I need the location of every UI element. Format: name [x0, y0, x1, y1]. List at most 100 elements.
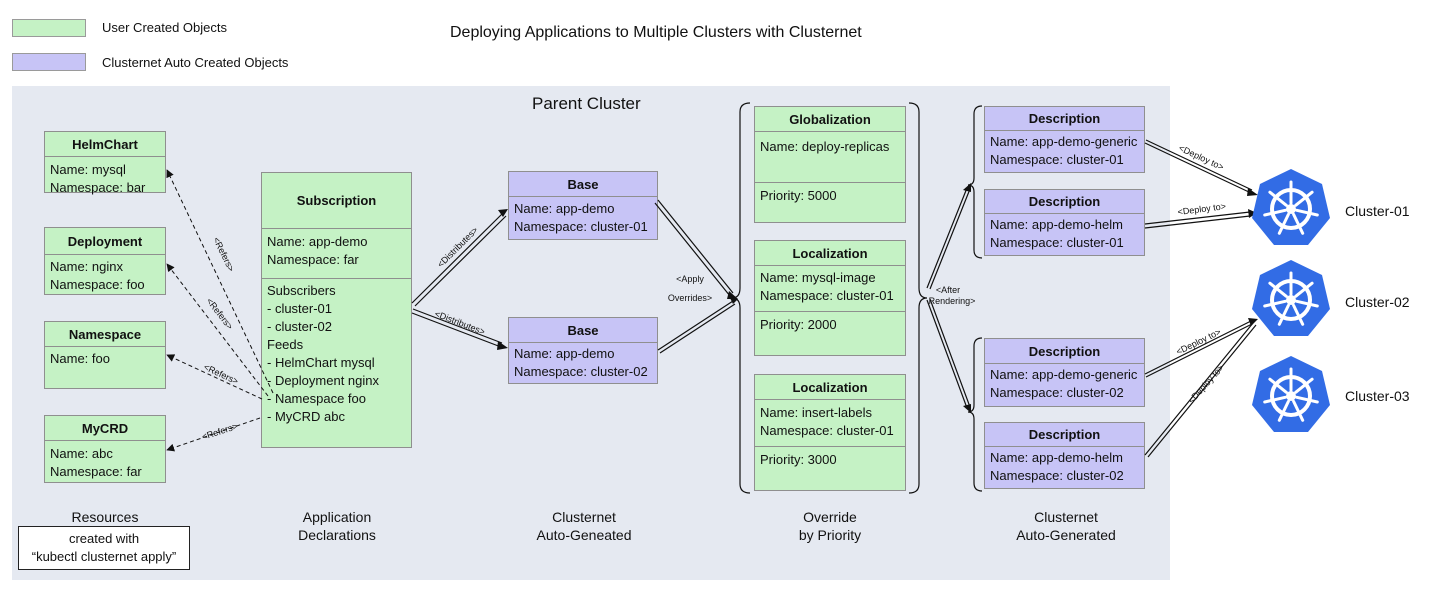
arrowhead: [497, 341, 508, 350]
subscription-meta-line: Name: app-demo: [267, 234, 368, 249]
column-label-line: Clusternet: [1034, 509, 1098, 525]
base-cluster-02[interactable]: Base Name: app-demo Namespace: cluster-0…: [508, 317, 658, 384]
arrowhead: [1248, 209, 1257, 218]
base-line: Namespace: cluster-01: [514, 219, 648, 234]
override-kind: Globalization: [755, 107, 905, 132]
override-line: Namespace: cluster-01: [760, 423, 894, 438]
subscription-spec-line: Subscribers: [267, 283, 336, 298]
resource-line: Name: abc: [50, 446, 113, 461]
resource-line: Name: mysql: [50, 162, 126, 177]
override-line: Namespace: cluster-01: [760, 288, 894, 303]
override-line: Name: deploy-replicas: [760, 139, 890, 154]
resource-line: Namespace: bar: [50, 180, 146, 195]
refers-label: <Refers>: [204, 296, 235, 331]
parent-cluster-label: Parent Cluster: [532, 94, 641, 113]
created-note-line: created with: [68, 531, 140, 546]
description-generic-cluster-01[interactable]: Description Name: app-demo-generic Names…: [984, 106, 1145, 173]
override-localization-labels[interactable]: Localization Name: insert-labels Namespa…: [754, 374, 906, 491]
resource-namespace[interactable]: Namespace Name: foo: [44, 321, 166, 389]
base-cluster-01[interactable]: Base Name: app-demo Namespace: cluster-0…: [508, 171, 658, 240]
refers-label: <Refers>: [201, 421, 239, 442]
resource-helmchart[interactable]: HelmChart Name: mysql Namespace: bar: [44, 131, 166, 195]
distributes-label: <Distributes>: [433, 309, 486, 337]
subscription-spec-line: - Namespace foo: [267, 391, 366, 406]
subscription-spec-line: Feeds: [267, 337, 304, 352]
override-line: Name: mysql-image: [760, 270, 876, 285]
resource-mycrd[interactable]: MyCRD Name: abc Namespace: far: [44, 415, 166, 483]
subscription-spec-line: - MyCRD abc: [267, 409, 346, 424]
legend-label-user-created: User Created Objects: [102, 20, 227, 35]
resource-deployment[interactable]: Deployment Name: nginx Namespace: foo: [44, 227, 166, 295]
resource-kind: HelmChart: [45, 132, 165, 157]
distributes-arrow-cluster-02: [411, 308, 503, 348]
description-generic-cluster-02[interactable]: Description Name: app-demo-generic Names…: [984, 338, 1145, 407]
kubernetes-cluster-02-icon[interactable]: [1250, 258, 1332, 338]
base-kind: Base: [509, 318, 657, 343]
description-line: Name: app-demo-generic: [990, 367, 1138, 382]
deploy-arrow-01a: [1144, 139, 1253, 194]
deploy-arrow-01b: [1144, 211, 1251, 229]
override-globalization[interactable]: Globalization Name: deploy-replicas Prio…: [754, 106, 906, 223]
subscription-kind: Subscription: [262, 173, 411, 229]
refers-label: <Refers>: [211, 235, 236, 273]
kubernetes-cluster-03-icon[interactable]: [1250, 354, 1332, 434]
resource-kind: Deployment: [45, 228, 165, 255]
base-kind: Base: [509, 172, 657, 197]
cluster-01-label: Cluster-01: [1345, 203, 1410, 219]
after-rendering-label-line-1: <After: [936, 285, 960, 295]
description-helm-cluster-01[interactable]: Description Name: app-demo-helm Namespac…: [984, 189, 1145, 256]
subscription-spec-line: - cluster-01: [267, 301, 333, 316]
column-label-line: Override: [803, 509, 857, 525]
deploy-to-label: <Deploy to>: [1186, 363, 1226, 406]
column-label-application-declarations: Application Declarations: [271, 508, 403, 544]
override-kind: Localization: [755, 241, 905, 266]
column-label-line: Auto-Geneated: [536, 527, 632, 543]
kubernetes-cluster-01-icon[interactable]: [1250, 167, 1332, 247]
description-line: Name: app-demo-helm: [990, 450, 1123, 465]
column-label-line: Clusternet: [552, 509, 616, 525]
after-arrow-up: [926, 187, 971, 290]
deploy-arrow-02b: [1144, 322, 1257, 458]
subscription-spec-line: - cluster-02: [267, 319, 333, 334]
description-line: Namespace: cluster-02: [990, 468, 1124, 483]
legend-swatch-user-created: [12, 19, 86, 37]
after-rendering-label-line-2: Rendering>: [929, 296, 976, 306]
legend-label-auto-created: Clusternet Auto Created Objects: [102, 55, 289, 70]
subscription-box[interactable]: Subscription Name: app-demo Namespace: f…: [261, 172, 412, 448]
override-brace-right: [908, 102, 928, 494]
description-brace-02: [967, 337, 983, 492]
override-priority: Priority: 5000: [760, 188, 837, 203]
base-line: Name: app-demo: [514, 201, 615, 216]
override-brace-left: [731, 102, 751, 494]
override-line: Name: insert-labels: [760, 405, 872, 420]
diagram-title: Deploying Applications to Multiple Clust…: [450, 24, 862, 41]
arrowhead: [1248, 318, 1258, 326]
description-line: Namespace: cluster-01: [990, 152, 1124, 167]
description-line: Name: app-demo-helm: [990, 217, 1123, 232]
arrowhead: [963, 404, 971, 413]
subscription-spec-line: - HelmChart mysql: [267, 355, 375, 370]
resource-kind: MyCRD: [45, 416, 165, 441]
description-kind: Description: [985, 339, 1144, 364]
description-helm-cluster-02[interactable]: Description Name: app-demo-helm Namespac…: [984, 422, 1145, 489]
apply-overrides-label-line-2: Overrides>: [668, 293, 712, 303]
distributes-label: <Distributes>: [435, 225, 480, 270]
refers-arrow-helmchart: [166, 169, 274, 394]
subscription-spec-line: - Deployment nginx: [267, 373, 379, 388]
description-kind: Description: [985, 423, 1144, 447]
column-label-resources: Resources: [71, 509, 139, 525]
distributes-arrow-cluster-01: [411, 212, 507, 307]
description-kind: Description: [985, 190, 1144, 214]
subscription-meta-line: Namespace: far: [267, 252, 359, 267]
column-label-line: Application: [302, 509, 372, 525]
column-label-auto-generated-bases: Clusternet Auto-Geneated: [518, 508, 650, 544]
cluster-02-label: Cluster-02: [1345, 294, 1410, 310]
after-arrow-down: [926, 298, 971, 409]
description-line: Namespace: cluster-01: [990, 235, 1124, 250]
description-brace-01: [967, 105, 983, 259]
description-line: Namespace: cluster-02: [990, 385, 1124, 400]
description-line: Name: app-demo-generic: [990, 134, 1138, 149]
resource-line: Name: nginx: [50, 259, 123, 274]
override-localization-mysql[interactable]: Localization Name: mysql-image Namespace…: [754, 240, 906, 356]
